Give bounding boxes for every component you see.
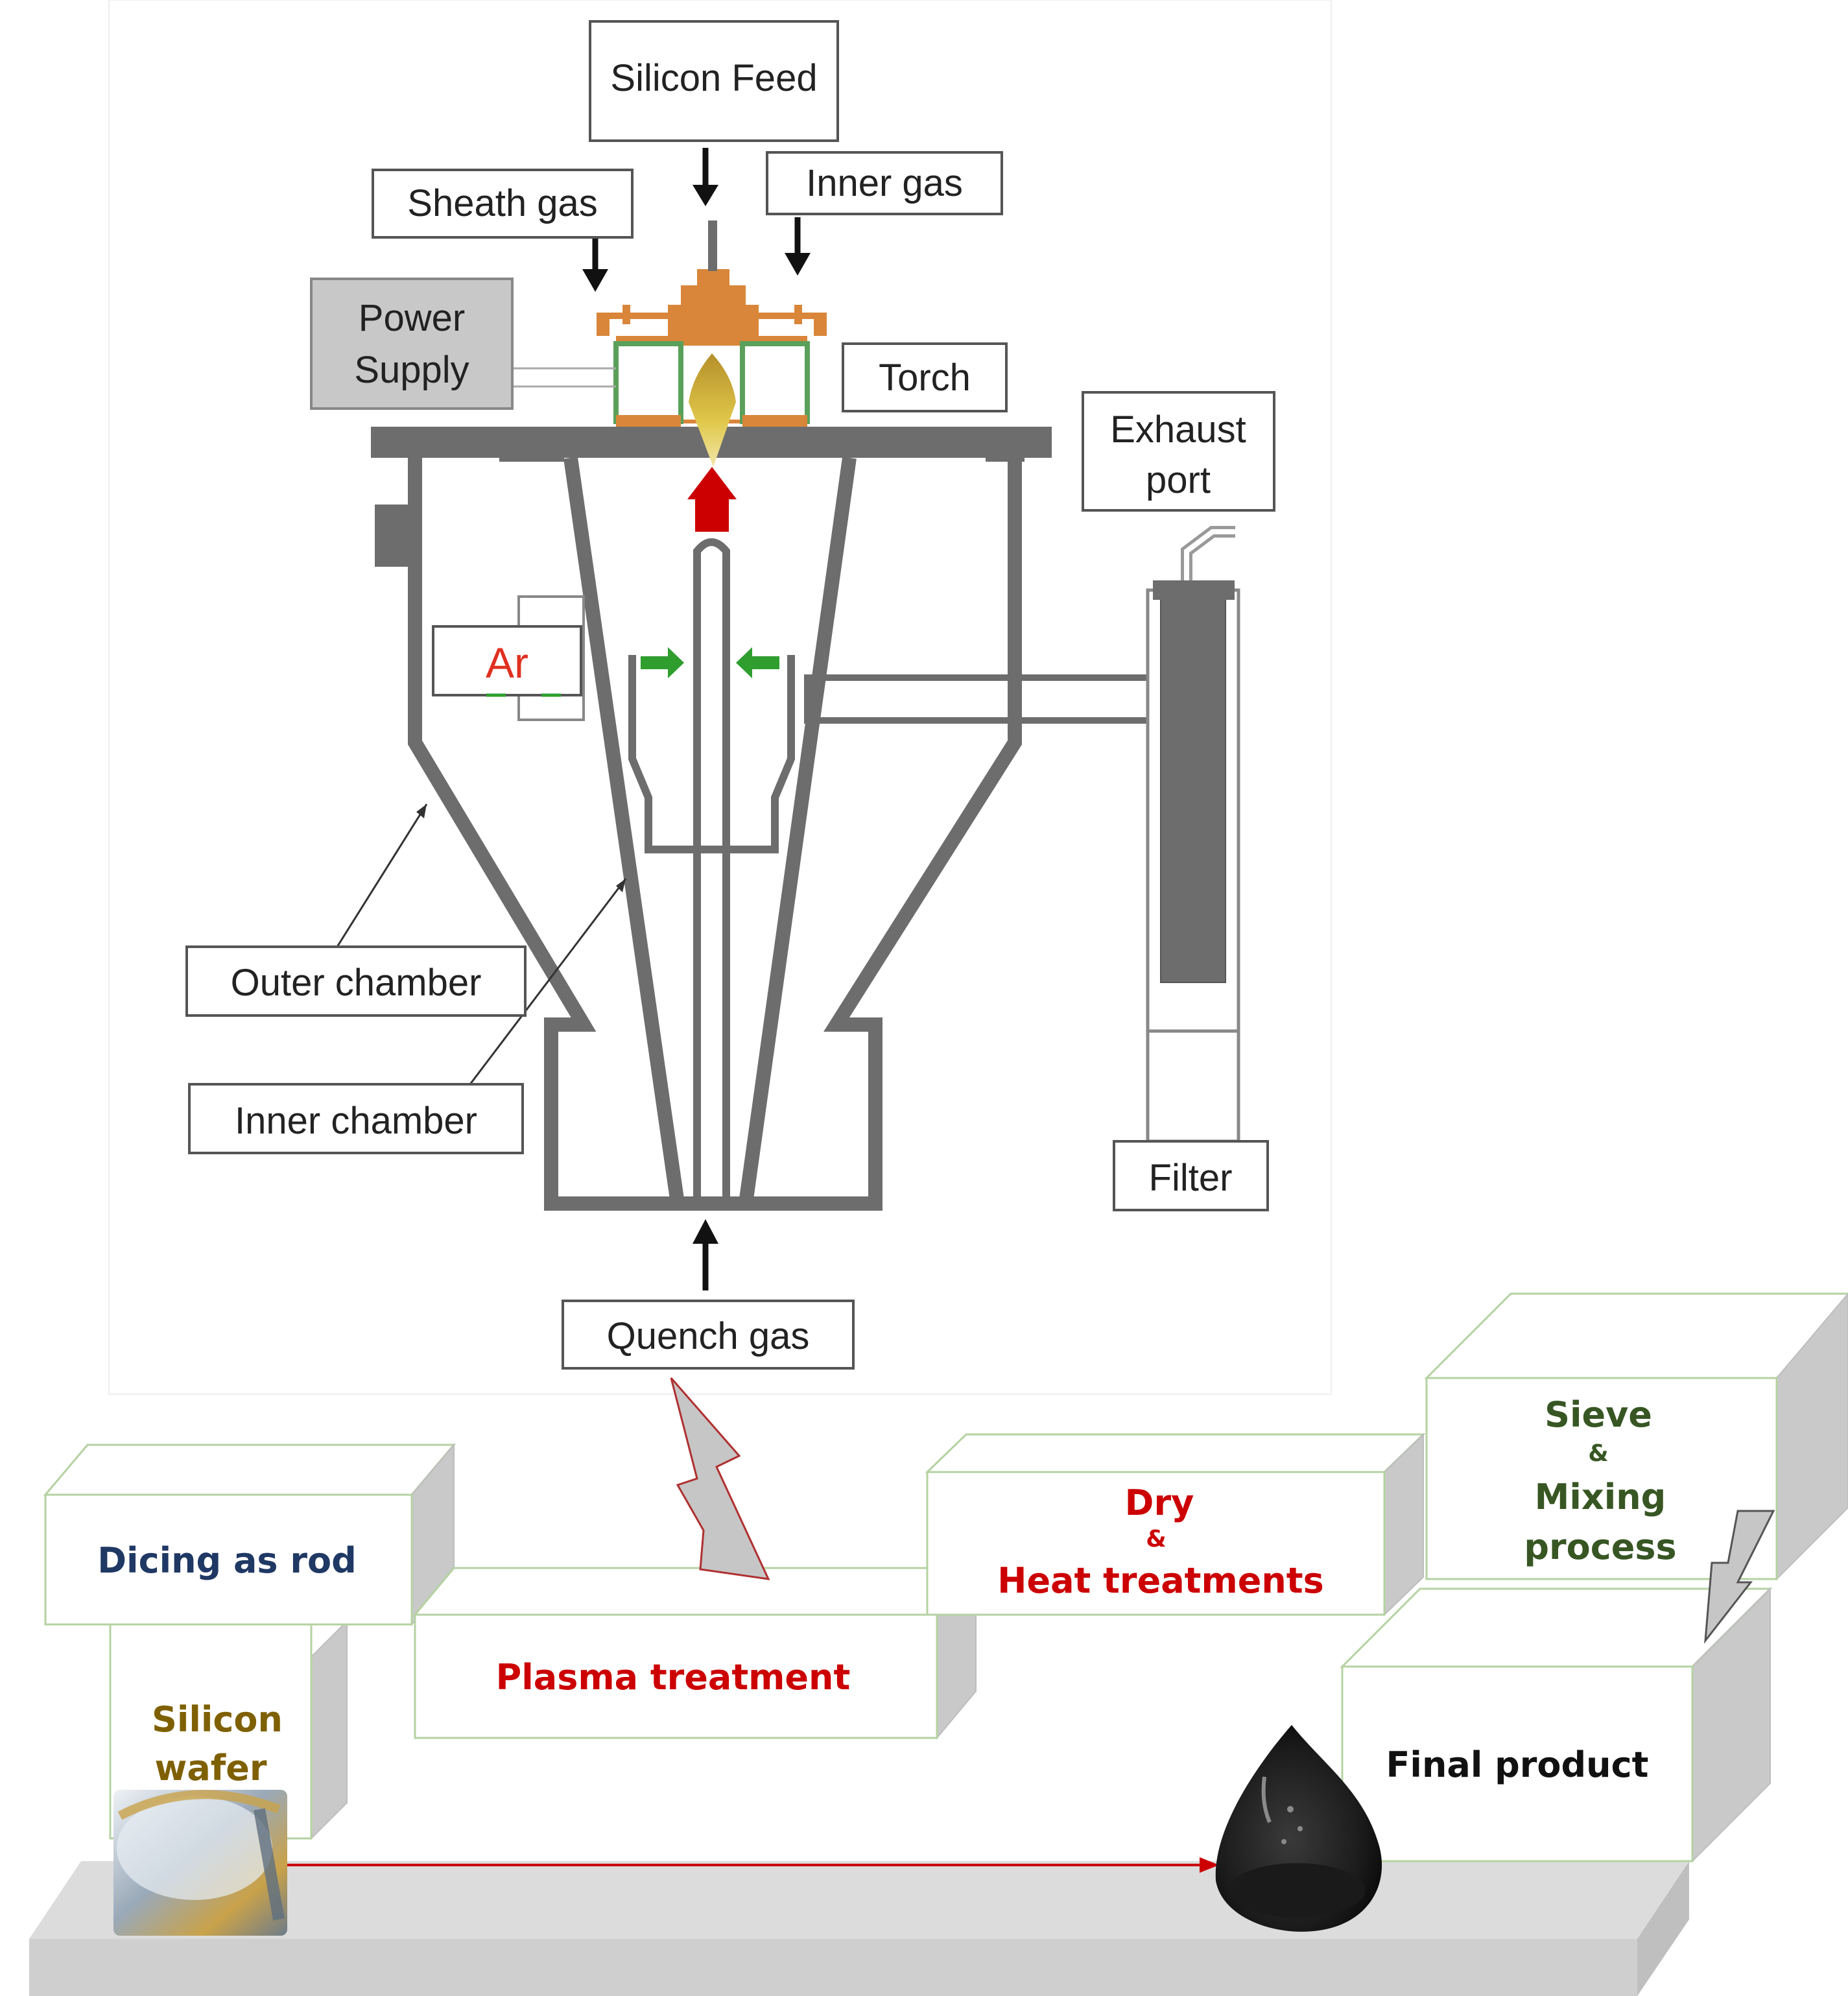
side-valve bbox=[375, 505, 412, 567]
outer-chamber-wall-left bbox=[408, 454, 1022, 1211]
inner-chamber-box bbox=[188, 1083, 524, 1154]
reactor-labels: Silicon Feed Sheath gas Inner gas Power … bbox=[185, 20, 1275, 1370]
green-arrow-right bbox=[641, 647, 684, 678]
ar-label: Ar bbox=[486, 639, 528, 687]
plasma-flame bbox=[689, 353, 736, 467]
green-arrow-left bbox=[736, 647, 779, 678]
outer-chamber-label: Outer chamber bbox=[231, 962, 482, 1004]
exhaust-port-label-2: port bbox=[1146, 459, 1211, 501]
dry-amp-label: & bbox=[1146, 1526, 1166, 1552]
outer-chamber-box bbox=[185, 945, 527, 1017]
inner-chamber-label: Inner chamber bbox=[235, 1100, 477, 1142]
collector-cup bbox=[628, 655, 795, 853]
dry-heat-block bbox=[926, 1471, 1386, 1616]
torch-assembly bbox=[512, 220, 827, 467]
floor-front bbox=[29, 1939, 1637, 1996]
final-product-label: Final product bbox=[1386, 1744, 1649, 1785]
floor-side bbox=[1637, 1861, 1689, 1996]
quench-gas-box bbox=[562, 1300, 855, 1370]
dicing-block bbox=[44, 1493, 413, 1626]
dicing-label: Dicing as rod bbox=[97, 1540, 357, 1581]
inner-gas-label: Inner gas bbox=[806, 162, 963, 204]
sieve-amp-label: & bbox=[1588, 1440, 1608, 1467]
silicon-wafer-image bbox=[113, 1790, 287, 1936]
sieve-mixing-block bbox=[1425, 1377, 1778, 1580]
heat-label: Heat treatments bbox=[997, 1560, 1323, 1601]
flow-arrowhead bbox=[1200, 1857, 1219, 1873]
silicon-wafer-label-2: wafer bbox=[154, 1748, 267, 1788]
silicon-feed-box bbox=[589, 20, 839, 142]
power-supply-label-1: Power bbox=[359, 297, 465, 339]
red-up-arrow bbox=[687, 467, 737, 532]
ar-box bbox=[432, 625, 582, 696]
torch-box bbox=[842, 342, 1008, 412]
inner-chamber-wall-right bbox=[739, 457, 857, 1205]
plasma-block bbox=[414, 1613, 938, 1739]
exhaust-port-box bbox=[1082, 391, 1275, 512]
final-powder-image bbox=[1215, 1725, 1382, 1932]
lightning-arrow-plasma bbox=[670, 1377, 770, 1580]
power-supply-box bbox=[310, 278, 514, 410]
silicon-wafer-label-1: Silicon bbox=[152, 1699, 283, 1740]
exhaust-port-label-1: Exhaust bbox=[1110, 409, 1246, 451]
plasma-label: Plasma treatment bbox=[496, 1657, 851, 1698]
sheath-gas-box bbox=[372, 169, 634, 239]
lightning-arrow-final bbox=[1704, 1510, 1775, 1644]
inner-chamber-wall-left bbox=[563, 457, 685, 1205]
dry-label: Dry bbox=[1125, 1482, 1194, 1523]
quench-gas-label: Quench gas bbox=[607, 1315, 810, 1357]
final-product-block bbox=[1341, 1665, 1694, 1862]
process-label: process bbox=[1524, 1527, 1676, 1567]
sheath-gas-label: Sheath gas bbox=[407, 182, 597, 224]
power-supply-label-2: Supply bbox=[354, 349, 469, 391]
filter-box bbox=[1113, 1140, 1269, 1211]
torch-label: Torch bbox=[879, 357, 971, 399]
silicon-feed-label: Silicon Feed bbox=[610, 57, 817, 99]
filter-label: Filter bbox=[1149, 1157, 1233, 1199]
reactor-drawing bbox=[336, 148, 1240, 1290]
central-tube bbox=[693, 538, 730, 1196]
process-flow: Dicing as rod Silicon wafer Plasma treat… bbox=[29, 1292, 1848, 1996]
mixing-label: Mixing bbox=[1535, 1477, 1666, 1517]
filter-element bbox=[1160, 593, 1226, 983]
inner-gas-box bbox=[766, 151, 1003, 215]
sieve-label: Sieve bbox=[1545, 1394, 1652, 1435]
